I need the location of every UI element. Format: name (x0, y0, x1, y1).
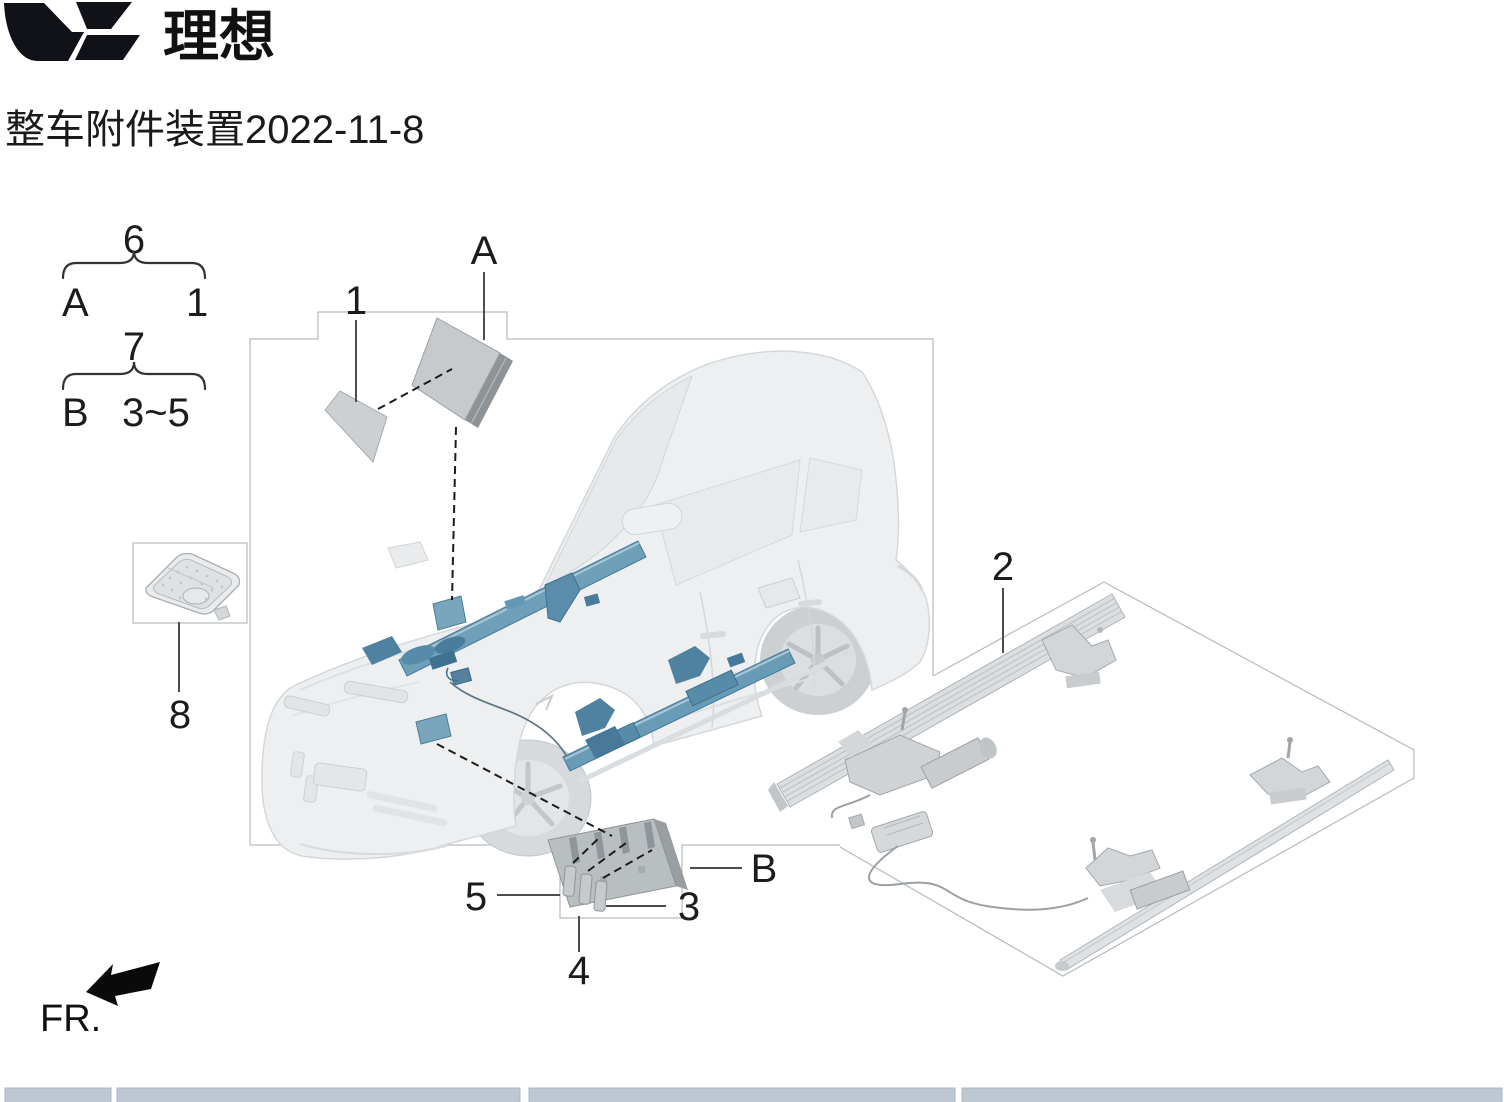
mount-plate-lower (415, 713, 452, 745)
bumper-intake (366, 791, 438, 812)
rail-clip (583, 593, 601, 607)
legend-brace-icon (61, 361, 207, 391)
leader-lines (178, 272, 1004, 952)
connector-pin5 (572, 835, 602, 864)
connector-pin4 (587, 842, 627, 872)
connector-a-to-body (451, 426, 457, 601)
bumper-intake (372, 804, 448, 827)
rear-lamp (897, 564, 924, 591)
li-auto-logo-icon (4, 2, 140, 61)
kit-wire-short (830, 794, 871, 819)
legend-group-6: 6 A 1 (61, 218, 208, 325)
panel-a (411, 317, 513, 428)
callout-5: 5 (465, 875, 487, 919)
kit-board-lower (1055, 759, 1395, 971)
kit-motor-upper (838, 707, 997, 796)
roof-lidar-pod (621, 502, 683, 536)
part8-frame (132, 542, 248, 624)
sill-strip (576, 649, 852, 785)
pin-4 (578, 873, 593, 905)
legend-brace-icon (61, 250, 207, 280)
windshield (543, 375, 693, 588)
connector-1-to-a (377, 368, 453, 410)
fr-label: FR. (40, 998, 101, 1040)
sill-motor-cluster-rear (668, 646, 746, 707)
footer-bars (4, 1087, 1503, 1102)
footer-bar (4, 1087, 112, 1102)
page-title: 整车附件装置2022-11-8 (5, 108, 424, 152)
connector-body-to-b (436, 743, 613, 837)
legend-ref-letter: B (62, 391, 89, 435)
headlight-right (343, 680, 409, 704)
sill-motor-cluster-front (575, 698, 641, 759)
callout-2: 2 (992, 545, 1014, 589)
pin-5 (562, 865, 577, 897)
fr-indicator: FR. (40, 962, 160, 1040)
side-mirror-right (757, 577, 801, 609)
footer-bar (528, 1087, 956, 1102)
door-handle (798, 599, 822, 607)
front-direction-arrow-icon (86, 962, 160, 1006)
kit-ecu (848, 811, 934, 853)
headlight-left (283, 695, 331, 717)
side-mirror-left (387, 541, 429, 569)
legend-assembly-number: 6 (123, 218, 145, 262)
legend-assembly-number: 7 (123, 325, 145, 369)
callout-b: B (751, 847, 778, 891)
legend-group-7: 7 B 3~5 (61, 325, 207, 435)
callout-3: 3 (678, 885, 700, 929)
kit-bracket-lower-rear (1249, 737, 1331, 805)
brand-header: 理想 整车附件装置2022-11-8 (4, 2, 424, 152)
bumper-slot (290, 751, 305, 778)
kit-region-border (839, 581, 1415, 977)
running-board-kit (768, 593, 1395, 971)
mount-plate-upper (432, 595, 467, 631)
kit-wire-long (868, 845, 1089, 911)
bumper-lip (299, 843, 447, 856)
door-handle (700, 630, 726, 640)
pin-3 (593, 880, 608, 912)
tray-tab (213, 605, 231, 621)
rail-motor-cluster (362, 636, 473, 686)
footer-bar (116, 1087, 521, 1102)
panel-1 (324, 390, 388, 463)
connector-pin3 (602, 849, 653, 879)
door-seam (797, 559, 816, 687)
tray-texture-dots (161, 565, 224, 601)
legend-ref-letter: A (62, 281, 89, 325)
dashed-connectors (377, 368, 653, 879)
block-slots (569, 821, 655, 864)
callout-4: 4 (568, 949, 590, 993)
footer-bar (961, 1087, 1503, 1102)
front-door-window (654, 459, 801, 586)
kit-bracket-upper (1041, 624, 1117, 689)
rear-quarter-window (799, 457, 863, 533)
brand-wordmark: 理想 (163, 5, 275, 68)
vehicle-region-border (249, 311, 934, 845)
rear-wheel (760, 605, 876, 715)
kit-motor-lower (1085, 837, 1191, 912)
bumper-plate (312, 762, 368, 792)
callout-a: A (471, 229, 498, 273)
rail-clip (504, 595, 527, 610)
retainer-pins (562, 865, 608, 912)
rail-bracket (544, 572, 581, 623)
part8-tray (145, 552, 241, 621)
callout-labels: 1 A 2 8 5 4 3 B (169, 229, 1014, 993)
legend-item-range: 1 (186, 281, 208, 325)
cowl-mark (535, 693, 554, 711)
tray-knob (182, 587, 210, 605)
legend-item-range: 3~5 (122, 391, 190, 435)
wiring-harness (449, 681, 567, 756)
installed-running-boards (362, 540, 852, 785)
callout-8: 8 (169, 693, 191, 737)
callout-1: 1 (345, 279, 367, 323)
